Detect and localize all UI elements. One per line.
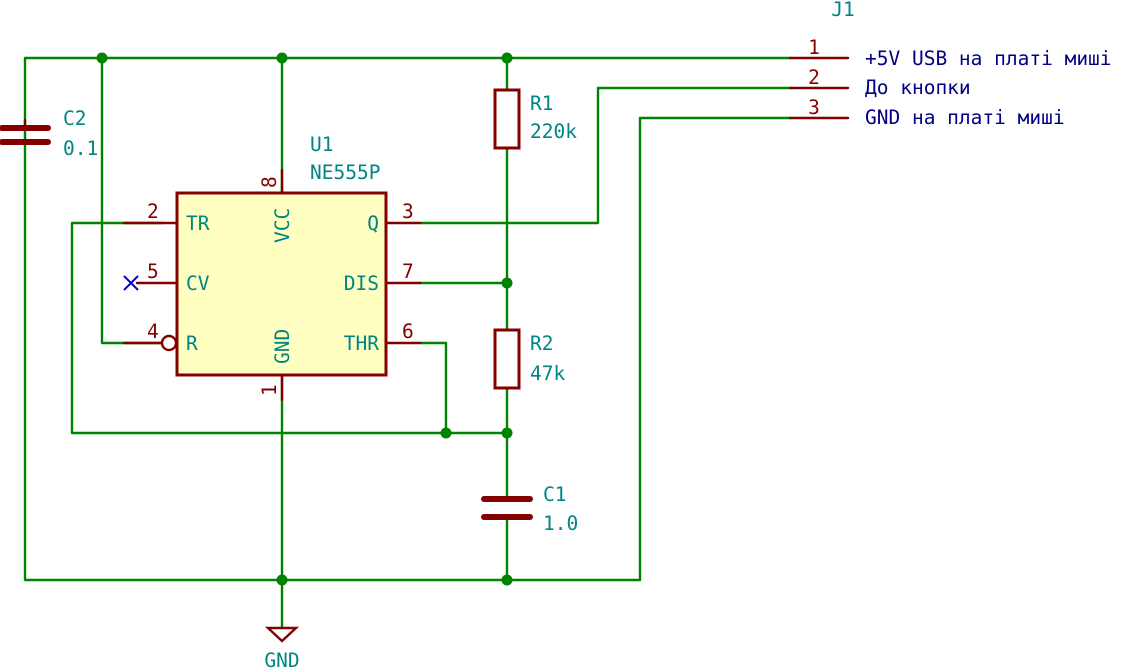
resistor-r1[interactable]: R1 220k	[493, 88, 577, 150]
net-label-gnd-mouse: GND на платі миші	[865, 106, 1065, 129]
j1-ref: J1	[831, 0, 854, 21]
wire-tr	[70, 221, 509, 435]
u1-pin-cv-number: 5	[147, 260, 159, 283]
c1-value: 1.0	[543, 512, 578, 535]
u1-pin-thr-name: THR	[344, 332, 379, 355]
ground-label: GND	[264, 649, 299, 671]
r1-ref: R1	[530, 92, 553, 115]
u1-pin-r-number: 4	[147, 320, 159, 343]
junction-dot	[276, 52, 288, 64]
j1-pin-2-number: 2	[808, 66, 820, 89]
u1-value: NE555P	[310, 161, 380, 184]
c2-value: 0.1	[63, 137, 98, 160]
ic-u1[interactable]: 2 5 4 3 7 6 8 1 TR CV R Q DIS THR VCC GN…	[122, 133, 422, 402]
junction-dot	[501, 52, 513, 64]
u1-pin-q-name: Q	[367, 212, 379, 235]
r1-body	[493, 88, 521, 150]
junctions	[96, 52, 513, 586]
u1-pin-vcc-name: VCC	[271, 208, 294, 243]
wires	[23, 56, 792, 630]
connector-j1[interactable]: J1 1 2 3 +5V USB на платі миші До кнопки…	[788, 0, 1112, 129]
junction-dot	[501, 574, 513, 586]
r2-value: 47k	[530, 362, 565, 385]
junction-dot	[501, 427, 513, 439]
c2-ref: C2	[63, 107, 86, 130]
u1-pin-gnd-name: GND	[271, 329, 294, 364]
u1-pin-tr-name: TR	[186, 212, 210, 235]
r2-body	[493, 328, 521, 390]
u1-pin-vcc-number: 8	[258, 176, 281, 188]
u1-reset-inversion-bubble	[160, 334, 178, 352]
u1-pin-dis-name: DIS	[344, 272, 379, 295]
c1-ref: C1	[543, 483, 566, 506]
junction-dot	[501, 277, 513, 289]
u1-pin-r-name: R	[186, 332, 198, 355]
junction-dot	[276, 574, 288, 586]
capacitor-c1[interactable]: C1 1.0	[481, 483, 578, 535]
u1-ref: U1	[310, 133, 333, 156]
u1-pin-cv-name: CV	[186, 272, 210, 295]
r2-ref: R2	[530, 332, 553, 355]
r1-value: 220k	[530, 120, 577, 143]
wire-j1-pin3	[638, 116, 792, 582]
j1-pin-1-number: 1	[808, 36, 820, 59]
wire-thr	[418, 341, 448, 435]
u1-pin-q-number: 3	[402, 200, 414, 223]
j1-pin-3-number: 3	[808, 96, 820, 119]
u1-pin-thr-number: 6	[402, 320, 414, 343]
u1-pin-gnd-number: 1	[258, 384, 281, 396]
u1-pin-tr-number: 2	[147, 200, 159, 223]
ground-icon	[264, 626, 300, 643]
wire-c2-gnd	[23, 163, 642, 582]
capacitor-c2[interactable]: C2 0.1	[0, 107, 98, 160]
resistor-r2[interactable]: R2 47k	[493, 328, 565, 390]
no-connect-icon	[123, 275, 139, 291]
u1-pin-dis-number: 7	[402, 260, 414, 283]
net-label-5v-usb: +5V USB на платі миші	[865, 47, 1112, 70]
net-label-button: До кнопки	[865, 76, 971, 99]
junction-dot	[96, 52, 108, 64]
junction-dot	[440, 427, 452, 439]
wire-j1-pin2-q	[418, 86, 792, 225]
wire-vcc-rail	[23, 56, 792, 167]
ground-symbol[interactable]: GND	[264, 626, 300, 671]
